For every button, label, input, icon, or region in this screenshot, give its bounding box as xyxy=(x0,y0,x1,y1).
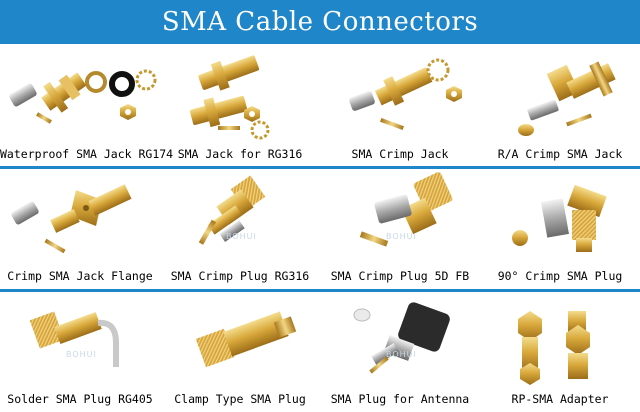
ra-crimp-sma-jack-icon xyxy=(518,61,616,136)
product-label: SMA Crimp Jack xyxy=(351,147,449,161)
watermark-logo: BOHUI xyxy=(226,232,257,241)
product-cell[interactable]: Clamp Type SMA Plug xyxy=(160,293,320,412)
product-cell[interactable]: Waterproof SMA Jack RG174 xyxy=(0,48,174,165)
product-label: Solder SMA Plug RG405 xyxy=(7,392,153,406)
product-label: SMA Jack for RG316 xyxy=(177,147,303,161)
solder-sma-plug-icon xyxy=(29,311,119,367)
sma-crimp-jack-icon xyxy=(349,58,462,130)
waterproof-sma-jack-icon xyxy=(9,69,157,124)
product-cell[interactable]: SMA Jack for RG316 xyxy=(160,48,320,165)
product-cell[interactable]: SMA Crimp Jack xyxy=(320,48,480,165)
sma-jack-rg316-icon xyxy=(189,55,270,140)
90-crimp-sma-plug-icon xyxy=(512,184,607,252)
sma-plug-antenna-icon xyxy=(353,302,450,374)
product-cell[interactable]: RP-SMA Adapter xyxy=(480,293,640,412)
title-banner: SMA Cable Connectors xyxy=(0,0,640,44)
product-cell[interactable]: Solder SMA Plug RG405 xyxy=(0,293,160,412)
page-title: SMA Cable Connectors xyxy=(161,7,479,37)
product-label: SMA Plug for Antenna xyxy=(330,392,470,406)
clamp-sma-plug-icon xyxy=(195,311,297,368)
row-divider xyxy=(0,289,640,292)
product-label: Clamp Type SMA Plug xyxy=(174,392,306,406)
product-label: 90° Crimp SMA Plug xyxy=(497,269,623,283)
product-cell[interactable]: R/A Crimp SMA Jack xyxy=(480,48,640,165)
watermark-logo: BOHUI xyxy=(386,350,417,359)
product-label: R/A Crimp SMA Jack xyxy=(497,147,623,161)
row-divider xyxy=(0,166,640,169)
product-cell[interactable]: SMA Crimp Plug RG316 xyxy=(160,170,320,288)
rp-sma-adapter-icon xyxy=(518,311,590,385)
product-label: SMA Crimp Plug RG316 xyxy=(170,269,310,283)
product-label: Crimp SMA Jack Flange xyxy=(7,269,153,283)
product-cell[interactable]: SMA Plug for Antenna xyxy=(320,293,480,412)
watermark-logo: BOHUI xyxy=(386,232,417,241)
product-label: RP-SMA Adapter xyxy=(511,392,609,406)
product-label: Waterproof SMA Jack RG174 xyxy=(0,147,174,161)
product-cell[interactable]: Crimp SMA Jack Flange xyxy=(0,170,160,288)
product-label: SMA Crimp Plug 5D FB xyxy=(330,269,470,283)
product-cell[interactable]: 90° Crimp SMA Plug xyxy=(480,170,640,288)
sma-crimp-plug-5dfb-icon xyxy=(359,172,453,247)
sma-crimp-plug-rg316-icon xyxy=(198,175,266,245)
product-cell[interactable]: SMA Crimp Plug 5D FB xyxy=(320,170,480,288)
crimp-sma-jack-flange-icon xyxy=(11,184,132,254)
watermark-logo: BOHUI xyxy=(66,350,97,359)
